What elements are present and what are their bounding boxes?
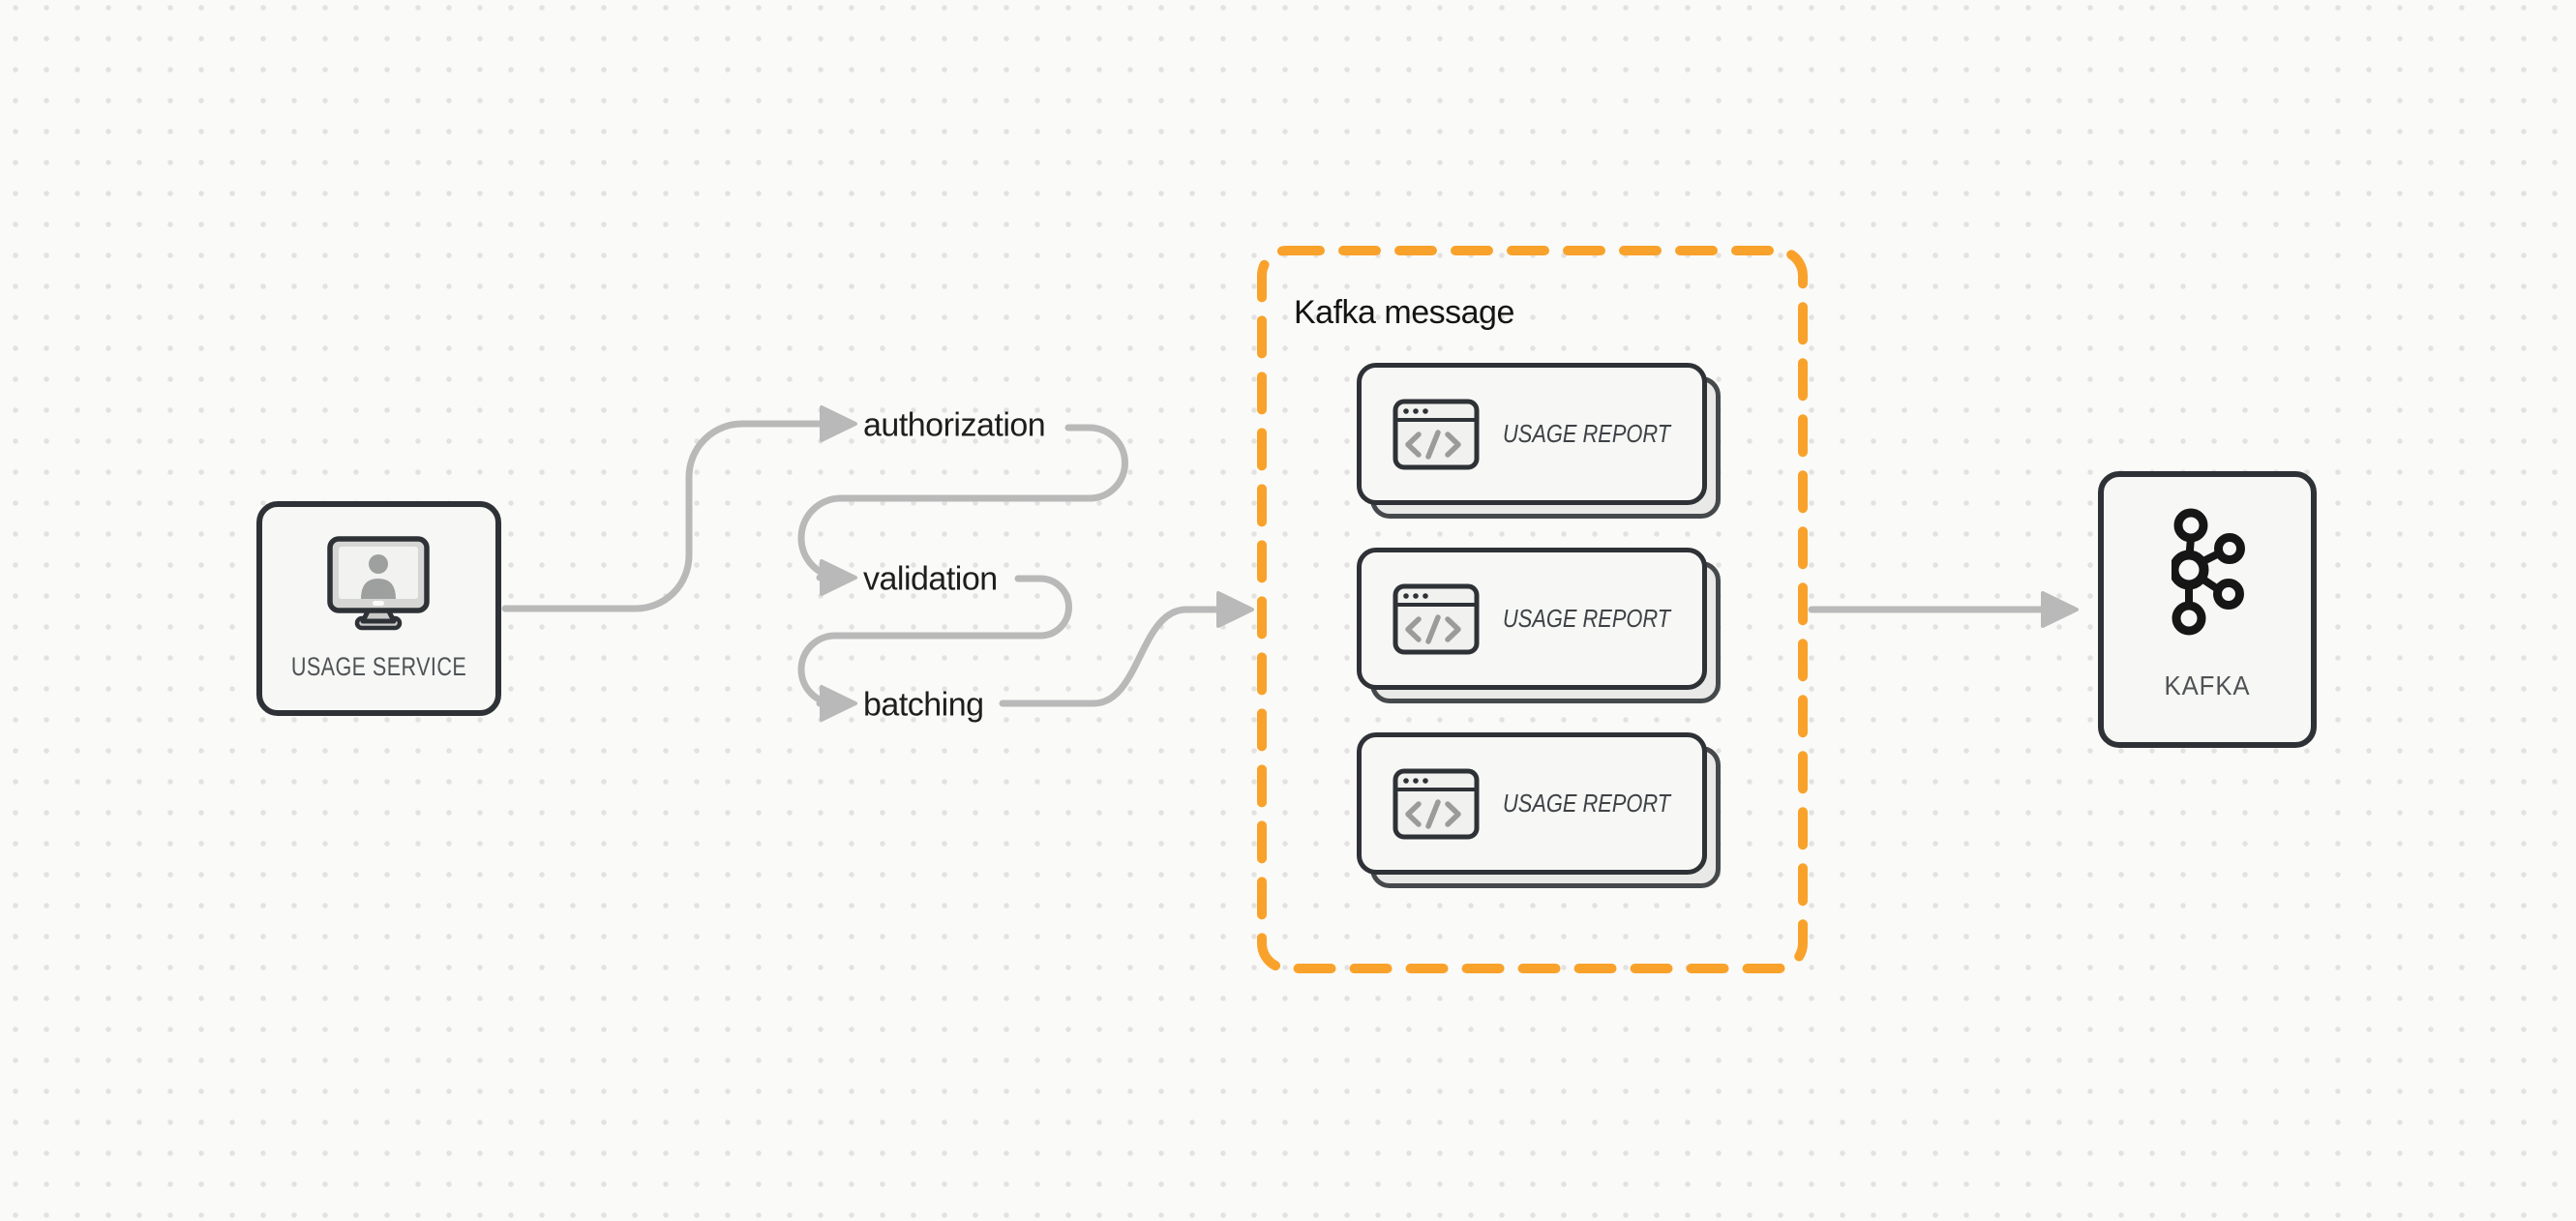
code-window-icon [1393, 583, 1480, 654]
user-monitor-icon [327, 536, 430, 631]
arrow-batching-to-group [999, 606, 1220, 707]
usage-report-label: USAGE REPORT [1503, 419, 1671, 448]
kafka-message-group-border [1257, 246, 1808, 973]
arrowhead-batching [820, 685, 857, 722]
card-front: USAGE REPORT [1357, 548, 1707, 690]
step-validation-label: validation [863, 560, 998, 598]
arrow-authorization-to-validation [797, 424, 1128, 581]
card-front: USAGE REPORT [1357, 732, 1707, 875]
usage-report-card: USAGE REPORT [1357, 548, 1721, 703]
kafka-message-group-title: Kafka message [1294, 294, 1514, 331]
step-batching-label: batching [863, 686, 984, 724]
kafka-label: KAFKA [2164, 670, 2251, 700]
usage-report-label: USAGE REPORT [1503, 604, 1671, 633]
arrow-usage-to-authorization [501, 420, 824, 612]
kafka-node: KAFKA [2098, 471, 2317, 748]
kafka-logo-icon [2172, 508, 2245, 636]
usage-service-node: USAGE SERVICE [256, 501, 501, 716]
usage-report-card: USAGE REPORT [1357, 363, 1721, 519]
arrow-validation-to-batching [797, 575, 1072, 707]
usage-report-card: USAGE REPORT [1357, 732, 1721, 888]
card-front: USAGE REPORT [1357, 363, 1707, 505]
usage-report-label: USAGE REPORT [1503, 789, 1671, 818]
arrowhead-authorization [820, 405, 857, 442]
usage-service-label: USAGE SERVICE [290, 652, 467, 681]
code-window-icon [1393, 399, 1480, 469]
step-authorization-label: authorization [863, 406, 1046, 444]
code-window-icon [1393, 768, 1480, 839]
arrowhead-kafka [2041, 591, 2079, 628]
arrowhead-group [1216, 591, 1254, 628]
arrowhead-validation [820, 559, 857, 596]
